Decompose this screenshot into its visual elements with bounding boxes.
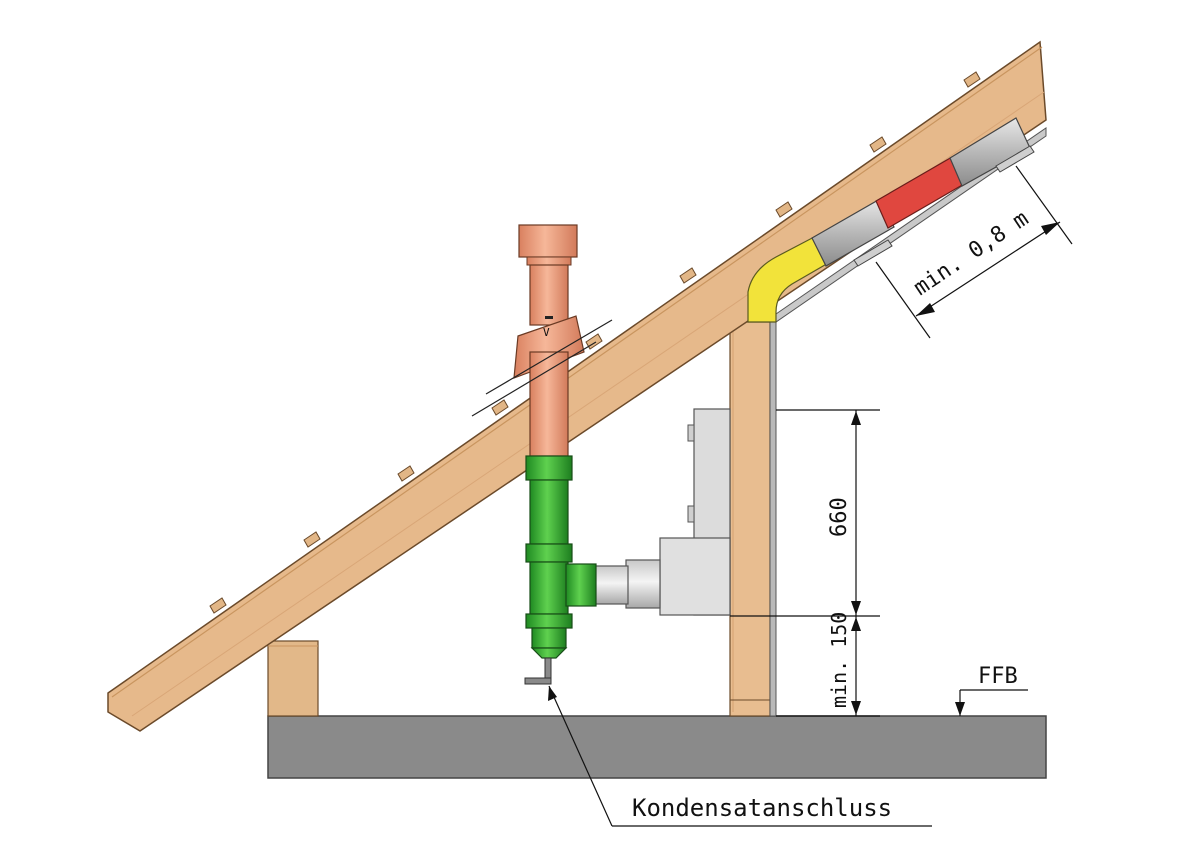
- boiler-base: [659, 537, 731, 616]
- floor-slab: [267, 715, 1047, 779]
- knee-wall: [729, 321, 771, 717]
- dimension-min-150-label: min. 150: [827, 612, 851, 708]
- roof-rafter: [107, 40, 1047, 732]
- condensate-drain-spout: [544, 657, 552, 679]
- green-pipe-collar-3: [525, 613, 573, 629]
- wall-board: [769, 313, 777, 717]
- ffb-label: FFB: [978, 664, 1018, 689]
- condensate-label: Kondensatanschluss: [632, 794, 892, 822]
- flue-cap: [518, 224, 578, 258]
- green-tee-branch: [565, 563, 597, 607]
- boiler-knob-bottom: [687, 505, 695, 523]
- boiler-connector-inner: [593, 565, 629, 605]
- boiler-knob-top: [687, 424, 695, 442]
- flue-cap-neck: [526, 256, 572, 266]
- rafter-support-block: [267, 640, 319, 717]
- flue-clamp-1: [853, 239, 893, 267]
- flue-pipe-lower: [529, 351, 569, 457]
- flue-pipe-mark: V: [543, 326, 550, 339]
- green-pipe-bottom: [531, 627, 567, 649]
- slope-dimension: [875, 165, 1073, 339]
- roof-penetration-line-1: [485, 319, 613, 395]
- roof-penetration-line-2: [471, 341, 597, 417]
- condensate-drain-tip: [524, 677, 552, 685]
- dimension-660-label: 660: [827, 497, 852, 537]
- flue-clamp-2: [995, 145, 1035, 173]
- dimension-min-0-8-m-label: min. 0,8 m: [909, 206, 1033, 301]
- boiler-connector-outer: [625, 559, 661, 609]
- flue-segment-grey-1: [811, 198, 895, 267]
- green-pipe-top-collar: [525, 455, 573, 481]
- flue-pipe-marker: [545, 316, 553, 319]
- vertical-dimension: [730, 409, 880, 717]
- green-pipe-collar-2: [525, 543, 573, 563]
- green-tee-body: [529, 561, 569, 615]
- green-pipe-reducer: [530, 647, 568, 659]
- flue-pipe-upper: [529, 264, 569, 326]
- condensate-leader: [548, 685, 932, 827]
- green-pipe-upper: [529, 479, 569, 545]
- ffb-marker: [955, 689, 1028, 716]
